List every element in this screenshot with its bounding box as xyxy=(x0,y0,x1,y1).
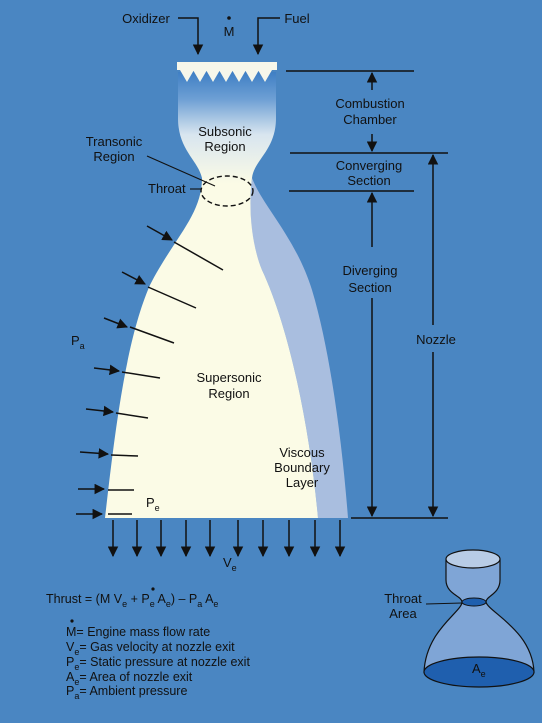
supersonic-label-1: Supersonic xyxy=(196,370,262,385)
legend-item: M= Engine mass flow rate xyxy=(66,625,210,639)
ambient-pressure-arrows xyxy=(76,225,224,520)
thrust-equation-text: Thrust = (M Ve + Pe Ae) – Pa Ae xyxy=(46,592,218,609)
inset-exit-label: Ae xyxy=(472,661,486,679)
injector-teeth xyxy=(180,70,272,82)
fuel-arrow xyxy=(252,17,280,56)
exit-pressure-label: Pe xyxy=(146,495,160,513)
subsonic-label-1: Subsonic xyxy=(198,124,252,139)
mass-flow-dot xyxy=(227,16,231,20)
combustion-label-1: Combustion xyxy=(335,96,404,111)
region-labels: Subsonic Region Transonic Region Throat … xyxy=(86,124,331,490)
nozzle-body xyxy=(105,62,348,518)
exit-velocity-label: Ve xyxy=(223,555,237,573)
throat-label: Throat xyxy=(148,181,186,196)
viscous-label-1: Viscous xyxy=(279,445,325,460)
inputs-group: Oxidizer Fuel M xyxy=(122,11,310,56)
supersonic-label-2: Region xyxy=(208,386,249,401)
throat-outline xyxy=(200,175,254,207)
nozzle-label: Nozzle xyxy=(416,332,456,347)
legend-item: Pe= Static pressure at nozzle exit xyxy=(66,655,250,672)
legend-item: Pa= Ambient pressure xyxy=(66,684,187,701)
thrust-equation: Thrust = (M Ve + Pe Ae) – Pa Ae xyxy=(46,587,218,609)
mass-flow-symbol: M xyxy=(224,24,235,39)
exhaust-velocity-arrows xyxy=(107,520,346,558)
section-labels: Combustion Chamber Converging Section Di… xyxy=(335,96,456,347)
converging-label-2: Section xyxy=(347,173,390,188)
combustion-label-2: Chamber xyxy=(343,112,397,127)
oxidizer-arrow xyxy=(178,17,204,56)
gas-flow-shape xyxy=(105,72,318,518)
fuel-label: Fuel xyxy=(284,11,309,26)
legend-item: Ve= Gas velocity at nozzle exit xyxy=(66,640,235,657)
injector-plate xyxy=(177,62,277,70)
inset-exit-area xyxy=(423,656,535,688)
section-dimension-lines xyxy=(286,70,448,519)
diverging-label-1: Diverging xyxy=(343,263,398,278)
inset-throat-leader xyxy=(425,602,463,605)
transonic-label-1: Transonic xyxy=(86,134,143,149)
legend-m-dot xyxy=(70,619,74,623)
boundary-layer-shape xyxy=(250,178,348,518)
inset-throat-area xyxy=(461,597,487,607)
viscous-label-3: Layer xyxy=(286,475,319,490)
inset-nozzle: Throat Area Ae xyxy=(384,549,535,688)
legend-item: Ae= Area of nozzle exit xyxy=(66,670,193,687)
subsonic-label-2: Region xyxy=(204,139,245,154)
equation-m-dot xyxy=(151,587,155,591)
viscous-label-2: Boundary xyxy=(274,460,330,475)
ambient-pressure-label: Pa xyxy=(71,333,85,351)
transonic-leader xyxy=(146,155,216,187)
oxidizer-label: Oxidizer xyxy=(122,11,170,26)
inset-throat-label-2: Area xyxy=(389,606,417,621)
inset-nozzle-body xyxy=(423,559,535,673)
converging-label-1: Converging xyxy=(336,158,403,173)
diverging-label-2: Section xyxy=(348,280,391,295)
inset-throat-label-1: Throat xyxy=(384,591,422,606)
inset-top-opening xyxy=(445,549,501,569)
transonic-label-2: Region xyxy=(93,149,134,164)
legend: M= Engine mass flow rate Ve= Gas velocit… xyxy=(66,619,250,701)
